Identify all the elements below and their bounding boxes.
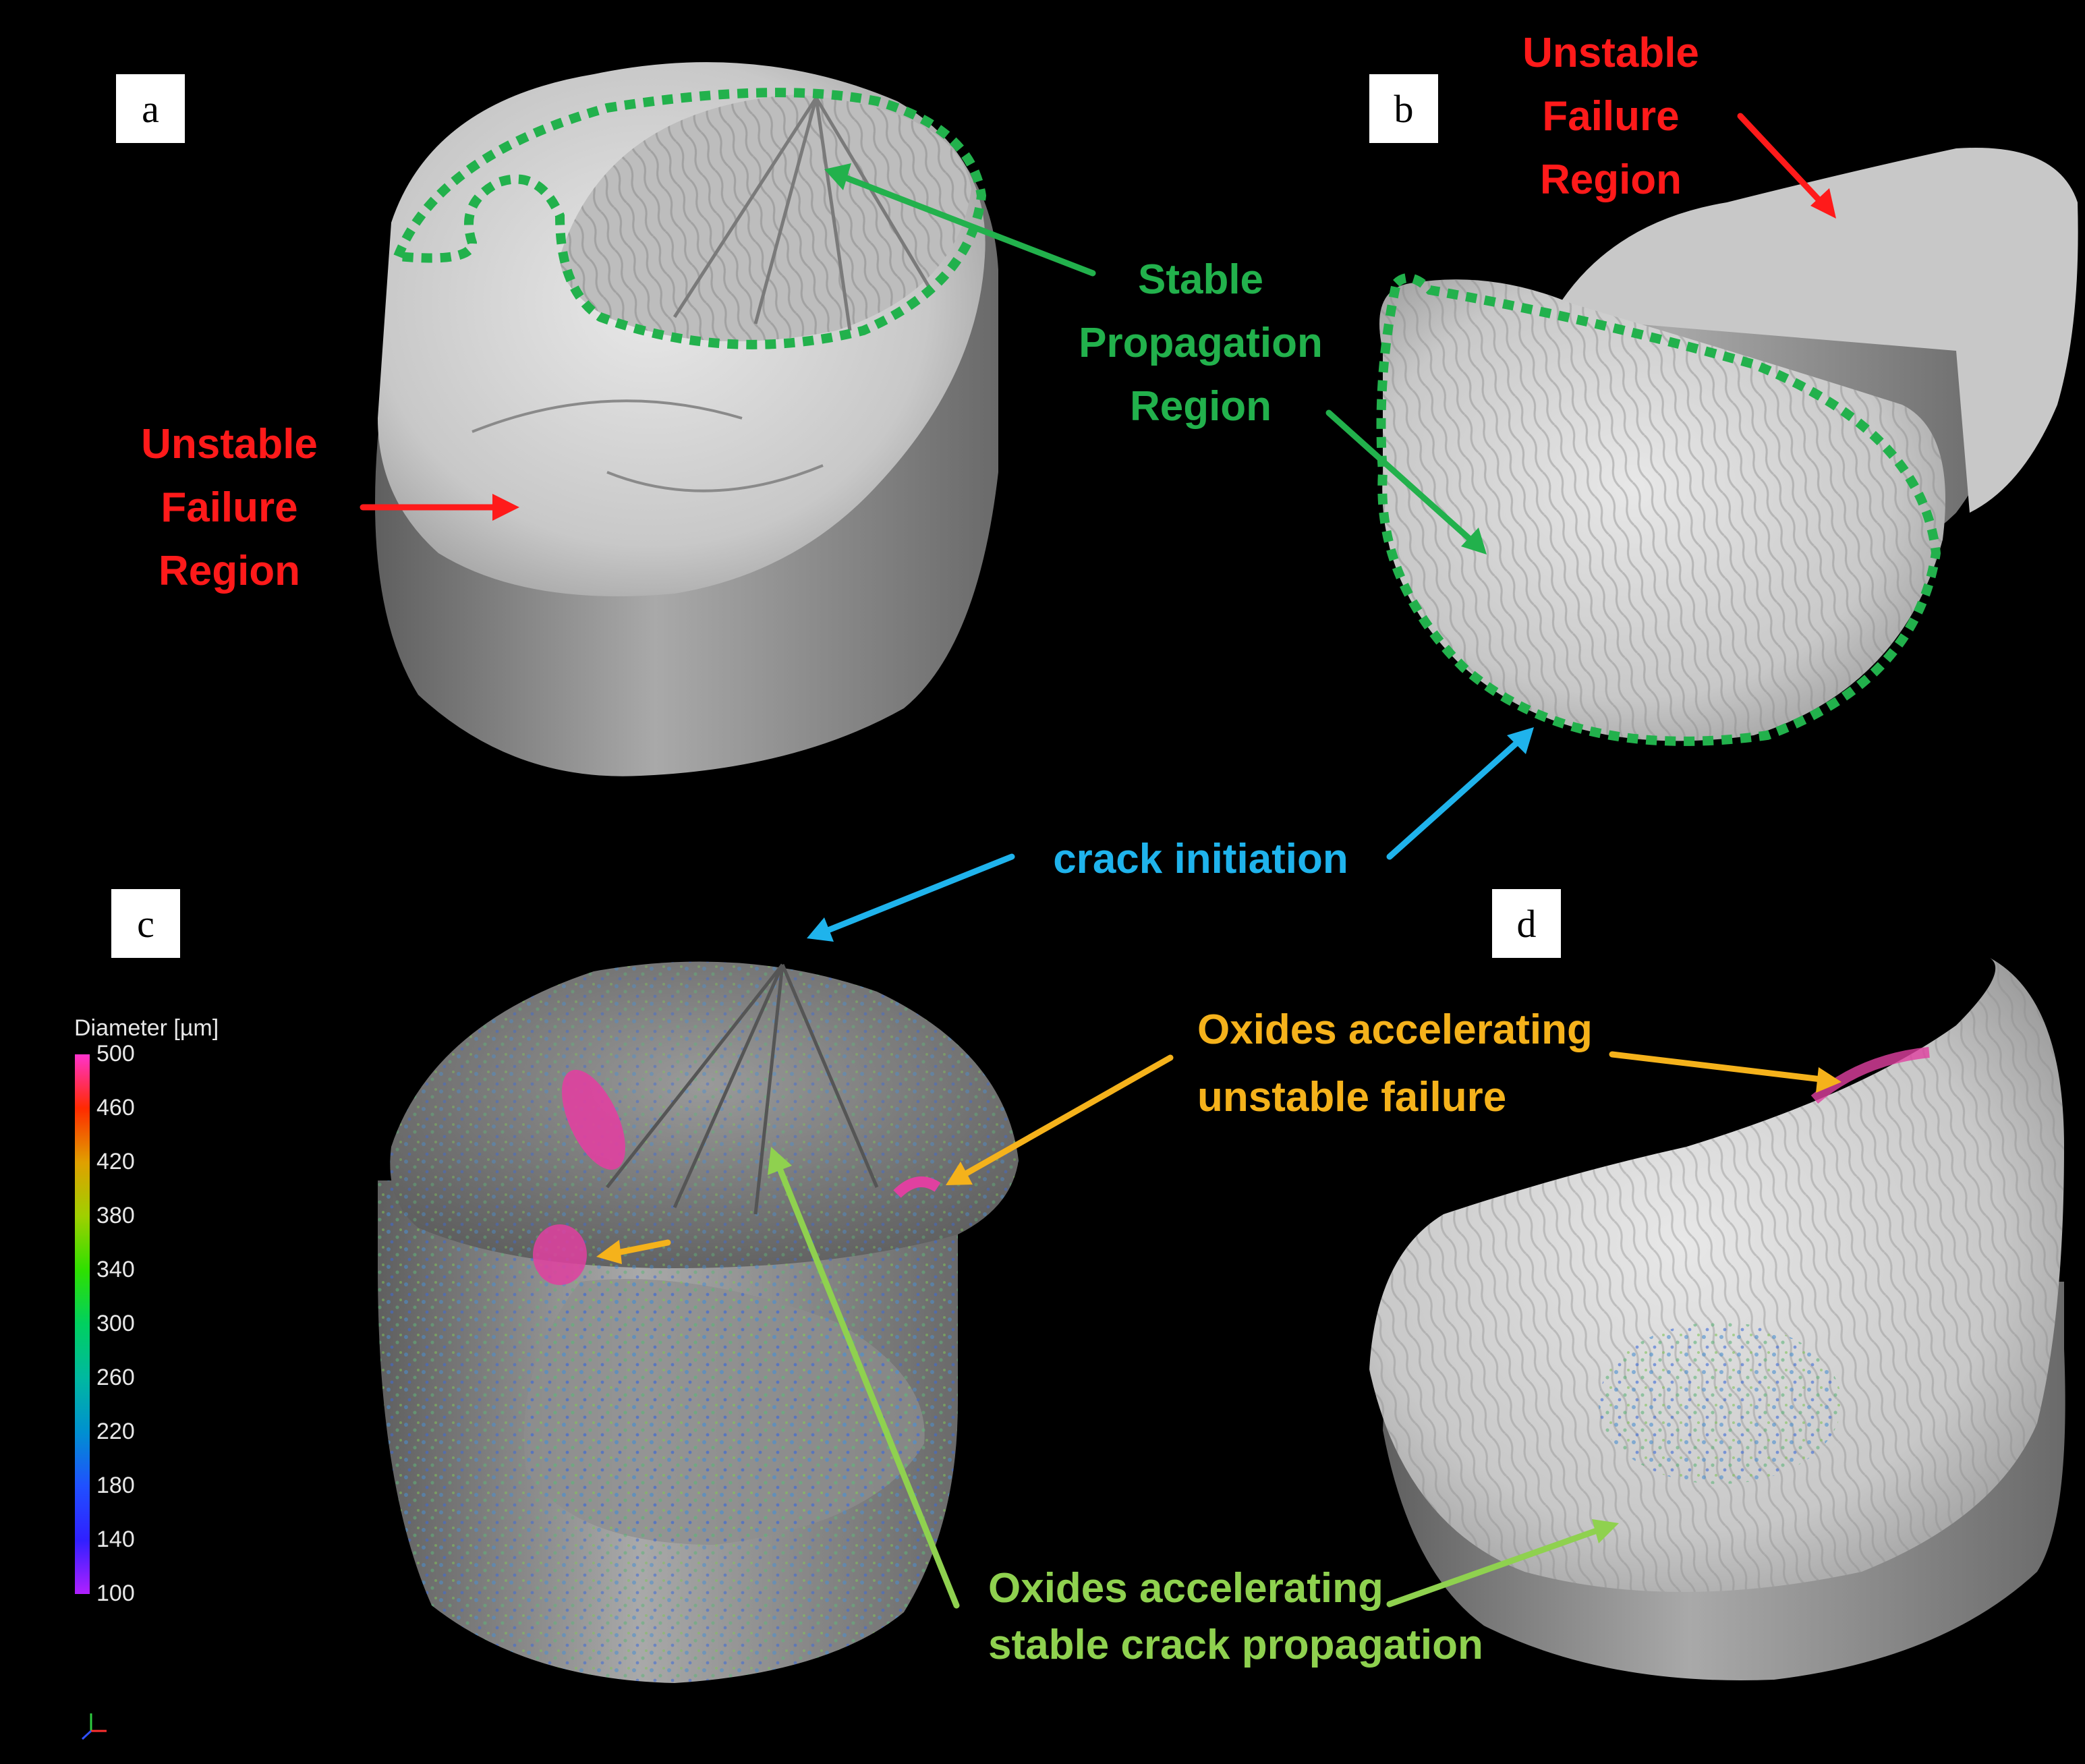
- specimen-b: [1376, 148, 2078, 746]
- legend-tick-label: 300: [96, 1311, 135, 1336]
- specimen-c: [378, 961, 1019, 1683]
- panel-label-b: b: [1369, 74, 1438, 143]
- panel-label-a: a: [116, 74, 185, 143]
- arrow-oxide-unstable-d: [1609, 1051, 1825, 1083]
- axis-triad-icon: [81, 1713, 107, 1740]
- legend-tick-label: 380: [96, 1203, 135, 1228]
- label-stable-propagation-region: Stable Propagation Region: [1079, 256, 1323, 430]
- panel-label-d: d: [1492, 889, 1561, 958]
- panel-label-c: c: [111, 889, 180, 958]
- specimen-a: [375, 62, 998, 776]
- legend-title: Diameter [µm]: [74, 1015, 219, 1041]
- specimen-d: [1369, 958, 2065, 1680]
- label-oxides-stable-crack-propagation: Oxides accelerating stable crack propaga…: [988, 1565, 1483, 1668]
- arrow-crack-b: [1386, 739, 1521, 860]
- annotation-arrows: [360, 113, 1841, 1609]
- diameter-color-legend: Diameter [µm] 500 460 420 380 340 300 260 220 18…: [71, 1015, 273, 1622]
- arrow-oxide-small-c: [610, 1239, 671, 1257]
- label-crack-initiation: crack initiation: [1053, 836, 1348, 882]
- arrow-oxide-stable-c: [776, 1164, 960, 1609]
- legend-tick-label: 460: [96, 1095, 135, 1120]
- legend-tick-label: 100: [96, 1581, 135, 1606]
- legend-colorbar: [75, 1054, 90, 1594]
- legend-tick-label: 140: [96, 1527, 135, 1552]
- label-oxides-unstable-failure: Oxides accelerating unstable failure: [1197, 1006, 1593, 1120]
- legend-tick-label: 260: [96, 1365, 135, 1390]
- label-unstable-failure-region-b: Unstable Failure Region: [1522, 30, 1699, 203]
- arrow-unstable-b: [1737, 113, 1825, 206]
- arrow-crack-c: [823, 853, 1015, 934]
- legend-tick-label: 180: [96, 1473, 135, 1498]
- legend-tick-label: 220: [96, 1419, 135, 1444]
- arrow-oxide-unstable-c: [960, 1054, 1174, 1178]
- legend-tick-label: 420: [96, 1149, 135, 1174]
- arrow-stable-a: [840, 173, 1096, 277]
- legend-tick-label: 500: [96, 1041, 135, 1066]
- arrow-stable-b: [1325, 409, 1474, 543]
- arrow-oxide-stable-d: [1386, 1527, 1602, 1607]
- label-unstable-failure-region-a: Unstable Failure Region: [141, 421, 318, 594]
- legend-tick-label: 340: [96, 1257, 135, 1282]
